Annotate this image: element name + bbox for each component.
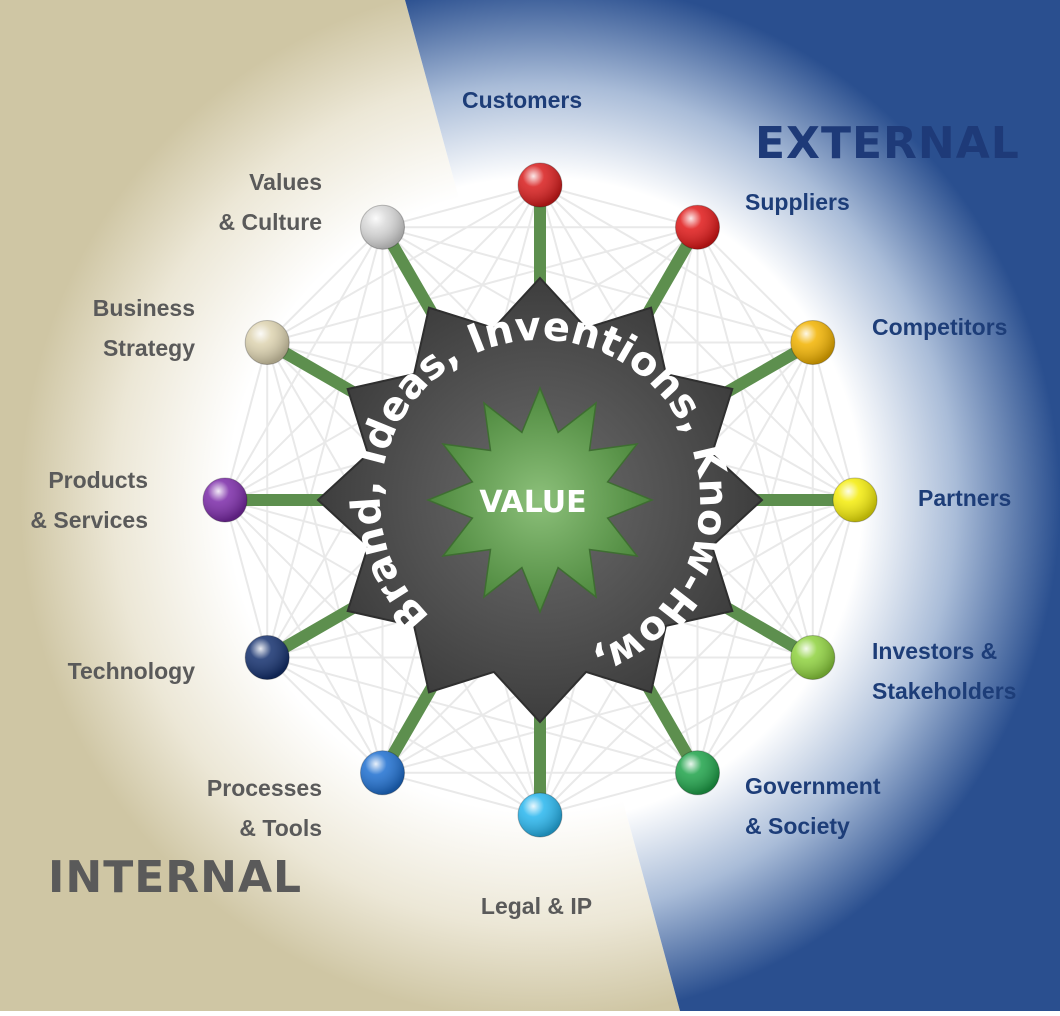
mesh-line: [224, 499, 269, 658]
mesh-line: [696, 226, 814, 344]
label-legal: Legal & IP: [469, 886, 604, 926]
node-suppliers: [675, 204, 720, 250]
mesh-line: [539, 771, 698, 816]
label-line: Partners: [918, 485, 1012, 511]
external-title: EXTERNAL: [755, 118, 1020, 169]
mesh-line: [539, 184, 698, 229]
node-sphere-shine: [833, 478, 877, 522]
label-partners: Partners: [918, 478, 1011, 518]
label-line: Suppliers: [745, 189, 850, 215]
label-line: Legal & IP: [480, 893, 593, 919]
node-values-culture: [360, 204, 405, 250]
label-line: Values: [249, 169, 322, 195]
node-sphere-shine: [518, 793, 562, 837]
node-customers: [517, 162, 563, 208]
mesh-line: [266, 656, 384, 774]
node-sphere-shine: [675, 205, 720, 250]
label-values-culture: Values & Culture: [219, 162, 323, 242]
node-sphere-shine: [245, 635, 290, 680]
node-sphere-shine: [518, 163, 562, 207]
node-sphere-shine: [360, 205, 405, 250]
label-line: Investors &: [872, 638, 998, 664]
label-line: Products: [48, 467, 148, 493]
label-line: Stakeholders: [872, 678, 1017, 704]
mesh-line: [382, 771, 541, 816]
node-business-strategy: [244, 320, 290, 365]
mesh-line: [382, 184, 541, 229]
mesh-line: [266, 226, 384, 658]
mesh-line: [811, 342, 856, 501]
label-line: & Services: [30, 507, 148, 533]
label-government: Government & Society: [745, 766, 880, 846]
label-customers: Customers: [462, 80, 582, 120]
node-legal: [517, 792, 563, 838]
mesh-line: [382, 226, 814, 344]
label-line: Processes: [206, 775, 322, 801]
nodes: [202, 162, 878, 838]
node-products: [202, 477, 248, 523]
label-line: Government: [745, 773, 881, 799]
node-technology: [244, 635, 290, 680]
label-line: & Culture: [218, 209, 323, 235]
label-line: & Tools: [239, 815, 322, 841]
mesh-line: [811, 499, 856, 658]
node-partners: [832, 477, 878, 523]
mesh-line: [696, 656, 814, 774]
label-line: Business: [92, 295, 195, 321]
node-sphere-shine: [790, 320, 835, 365]
label-technology: Technology: [68, 651, 195, 691]
node-investors: [790, 635, 836, 680]
node-competitors: [790, 320, 836, 365]
internal-title: INTERNAL: [48, 852, 303, 903]
node-sphere-shine: [203, 478, 247, 522]
label-processes: Processes & Tools: [207, 768, 322, 848]
mesh-line: [266, 226, 384, 344]
mesh-line: [224, 342, 269, 501]
mesh-line: [266, 342, 384, 774]
node-government: [675, 750, 720, 796]
node-sphere-shine: [245, 320, 290, 365]
label-line: Competitors: [872, 314, 1008, 340]
node-sphere-shine: [360, 750, 405, 795]
label-line: Customers: [462, 87, 583, 113]
label-line: Strategy: [102, 335, 195, 361]
value-label: VALUE: [479, 485, 586, 520]
node-processes: [360, 750, 405, 796]
node-sphere-shine: [790, 635, 835, 680]
node-sphere-shine: [675, 750, 720, 795]
label-competitors: Competitors: [872, 307, 1007, 347]
label-line: & Society: [745, 813, 850, 839]
label-investors: Investors & Stakeholders: [872, 631, 1016, 711]
inner-star: [426, 386, 654, 614]
label-products: Products & Services: [30, 460, 148, 540]
label-line: Technology: [67, 658, 195, 684]
label-suppliers: Suppliers: [745, 182, 850, 222]
